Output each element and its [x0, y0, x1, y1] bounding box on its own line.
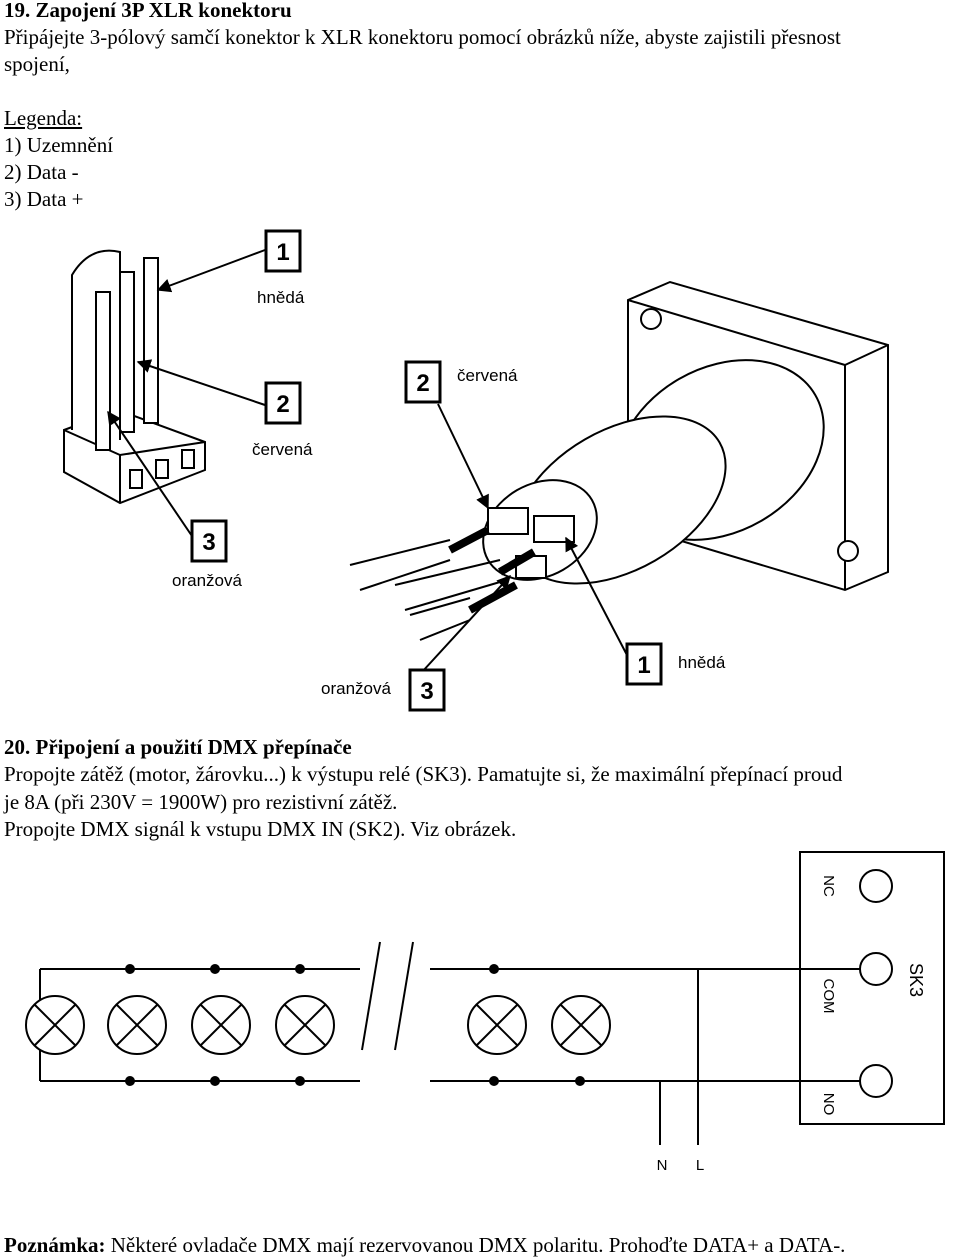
svg-text:3: 3: [202, 529, 215, 556]
lamp-6: [551, 995, 611, 1055]
supply-label-n: N: [657, 1157, 668, 1174]
lamp-5: [467, 995, 527, 1055]
terminal-block-sk3: NC COM NO SK3: [799, 851, 945, 1125]
right-label-box-1: 1: [625, 642, 663, 686]
right-label-color-3: oranžová: [321, 679, 391, 698]
terminal-block-label: SK3: [906, 963, 926, 997]
pin-label-com: COM: [820, 979, 837, 1014]
right-label-box-2: 2: [404, 360, 442, 404]
left-label-color-2: červená: [252, 440, 313, 459]
junction-dots: [125, 964, 585, 1086]
legend-item-data-minus: 2) Data -: [4, 160, 79, 184]
section-20-line-2: je 8A (při 230V = 1900W) pro rezistivní …: [4, 790, 398, 814]
pin-label-nc: NC: [820, 875, 837, 897]
right-label-box-3: 3: [408, 668, 446, 712]
lamp-1: [25, 995, 85, 1055]
note: Poznámka: Některé ovladače DMX mají reze…: [4, 1233, 845, 1258]
legend-item-data-plus: 3) Data +: [4, 187, 84, 211]
xlr-connector: [482, 280, 889, 592]
supply-label-l: L: [696, 1157, 704, 1174]
right-arrows: [421, 403, 629, 673]
lamp-4: [275, 995, 335, 1055]
lamp-3: [191, 995, 251, 1055]
section-20-title: 20. Připojení a použití DMX přepínače: [4, 735, 352, 759]
lamp-2: [107, 995, 167, 1055]
legend-title: Legenda:: [4, 106, 83, 130]
terminal-com: [859, 952, 893, 986]
three-pin-header: [63, 249, 206, 505]
section-19-intro: Připájejte 3-pólový samčí konektor k XLR…: [4, 25, 841, 49]
svg-text:2: 2: [276, 391, 289, 418]
left-arrows: [107, 249, 266, 543]
left-label-box-2: 2: [264, 381, 302, 425]
left-label-color-1: hnědá: [257, 288, 305, 307]
terminal-no: [859, 1064, 893, 1098]
pin-label-no: NO: [820, 1093, 837, 1116]
section-20-line-1: Propojte zátěž (motor, žárovku...) k výs…: [4, 762, 843, 786]
svg-text:2: 2: [416, 370, 429, 397]
svg-text:3: 3: [420, 678, 433, 705]
section-19-title: 19. Zapojení 3P XLR konektoru: [4, 0, 292, 22]
left-label-box-3: 3: [190, 519, 228, 563]
left-label-box-1: 1: [264, 229, 302, 273]
svg-text:1: 1: [637, 652, 650, 679]
relay-wires: [39, 941, 860, 1145]
terminal-nc: [859, 869, 893, 903]
legend-item-ground: 1) Uzemnění: [4, 133, 114, 157]
xlr-wiring-diagram: 1 hnědá 2 červená 3 oranžová: [63, 229, 889, 712]
left-label-color-3: oranžová: [172, 571, 242, 590]
section-19-intro-cont: spojení,: [4, 52, 70, 76]
right-label-color-2: červená: [457, 366, 518, 385]
svg-text:1: 1: [276, 239, 289, 266]
section-20-line-3: Propojte DMX signál k vstupu DMX IN (SK2…: [4, 817, 517, 841]
note-label: Poznámka:: [4, 1233, 106, 1257]
note-text: Některé ovladače DMX mají rezervovanou D…: [105, 1233, 846, 1257]
lamp-loads: [25, 995, 611, 1055]
right-label-color-1: hnědá: [678, 653, 726, 672]
